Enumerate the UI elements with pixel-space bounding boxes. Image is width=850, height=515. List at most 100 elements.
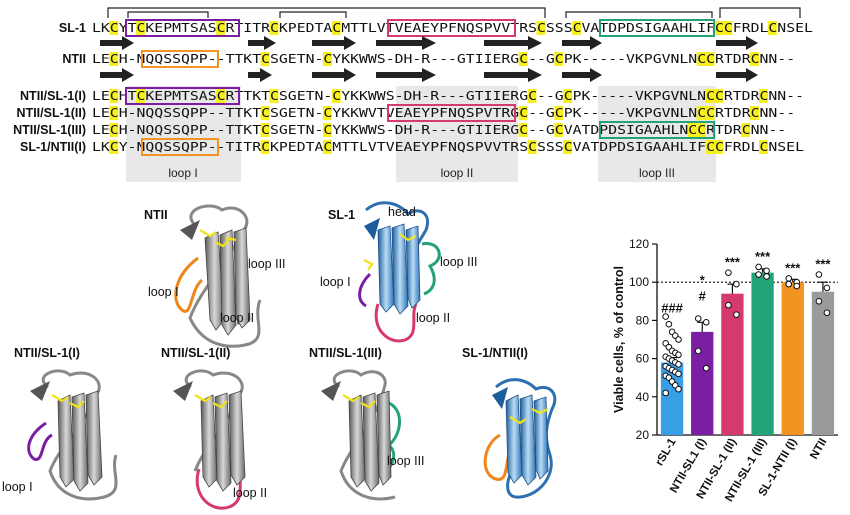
cysteine-highlight [109,21,119,35]
cysteine-highlight [572,21,581,35]
cysteine-highlight [322,52,332,66]
structure-ntii-sl1-ii: NTII/SL-1(II) loop II [161,346,267,510]
beta-strand-arrows [100,36,758,82]
significance-stars: *** [785,260,801,275]
alignment-row-label: NTII/SL-1(II) [17,106,86,120]
significance-stars: *** [755,249,771,264]
data-point [702,364,710,372]
label-loop-iii: loop III [387,454,425,468]
data-point [675,370,682,378]
cysteine-highlight [696,106,706,120]
cysteine-highlight [322,106,332,120]
cysteine-highlight [527,89,537,103]
cysteine-highlight [136,89,145,103]
y-tick-label: 100 [629,275,649,289]
loop-i-label: loop I [168,166,197,180]
cysteine-highlight [536,21,546,35]
alignment-sequence: LKCY-NQQSSQPP--TITRCKPEDTACMTTLVTVEAEYPF… [92,139,804,154]
cysteine-highlight [696,52,706,66]
alignment-row-label: SL-1 [59,21,86,35]
cysteine-highlight [714,89,724,103]
significance-stars: *** [725,255,741,270]
y-tick-label: 120 [629,237,649,251]
sequence-rows: SL-1 LKCYTCKEPMTSASCRTITRCKPEDTACMTTLVTVE… [13,20,813,154]
structure-title: NTII/SL-1(I) [14,346,80,360]
cysteine-highlight [518,52,528,66]
data-point [662,313,669,320]
data-point [815,271,823,278]
label-loop-ii: loop II [220,311,254,325]
x-category-label: rSL-1 [654,436,679,468]
disulfide-bridges [107,7,801,18]
alignment-sequence: LECH-NQQSSQPP--TTKTCSGETN-CYKKWWS-DH-R--… [92,51,795,66]
data-point [694,347,702,355]
cysteine-highlight [109,140,119,154]
disulfide-sticks [199,229,237,248]
loop-ii-coil [374,303,418,343]
loop-iii-label: loop III [639,166,675,180]
alignment-sequence: LKCYTCKEPMTSASCRTITRCKPEDTACMTTLVTVEAEYP… [92,20,813,35]
cysteine-highlight [554,52,564,66]
data-point [662,389,669,397]
cysteine-highlight [714,140,724,154]
ntii-sl1-ii-box [387,104,516,122]
cysteine-highlight [260,106,270,120]
loop-i-coil [358,272,372,308]
structure-ntii: NTII loop I loop III loop II [144,204,286,348]
cysteine-highlight [216,21,225,35]
cysteine-highlight [331,21,341,35]
cysteine-highlight [687,123,697,137]
cysteine-highlight [563,89,573,103]
loop-i-coil [27,421,53,461]
label-loop-iii: loop III [440,255,478,269]
beta-sheet [180,220,251,336]
data-point [725,269,732,276]
cysteine-highlight [136,21,145,35]
structure-title: NTII [144,208,168,222]
cysteine-highlight [322,123,332,137]
cysteine-highlight [554,106,564,120]
data-point [755,263,762,271]
cysteine-highlight [269,21,279,35]
alignment-row-label: NTII/SL-1(I) [20,89,86,103]
cysteine-highlight [741,123,751,137]
label-loop-i: loop I [2,480,33,494]
label-loop-iii: loop III [248,257,286,271]
data-point [815,298,823,305]
y-tick-label: 80 [636,313,650,327]
cysteine-highlight [767,21,777,35]
cysteine-highlight [705,52,715,66]
cysteine-highlight [705,89,715,103]
cysteine-highlight [518,123,528,137]
structure-title: NTII/SL-1(III) [309,346,382,360]
structure-title: SL-1 [328,208,355,222]
cysteine-highlight [260,140,270,154]
data-point [823,284,831,292]
data-point [702,319,710,326]
loop-iii-coil [421,242,441,296]
data-point [763,267,770,275]
loop-i-coil [174,256,204,313]
data-point [823,309,831,317]
structure-sl1: SL-1 head loop I loop III loop II [320,201,478,343]
bar [660,362,684,435]
beta-sheet [364,218,421,315]
y-tick-label: 40 [636,390,650,404]
disulfide-sticks [363,233,417,271]
cysteine-highlight [269,89,279,103]
alignment-row-label: SL-1/NTII(I) [20,140,86,154]
data-point [665,320,673,328]
bar [811,291,835,435]
bar [721,293,744,435]
label-head: head [388,205,416,219]
loop-ii-region [396,86,518,182]
alignment-row-label: NTII [62,52,86,66]
cysteine-highlight [759,89,768,103]
loop-ii-label: loop II [441,166,474,180]
ntii-loop-i-box [141,50,219,68]
cysteine-highlight [759,140,768,154]
cysteine-highlight [109,123,119,137]
data-point [733,280,740,288]
